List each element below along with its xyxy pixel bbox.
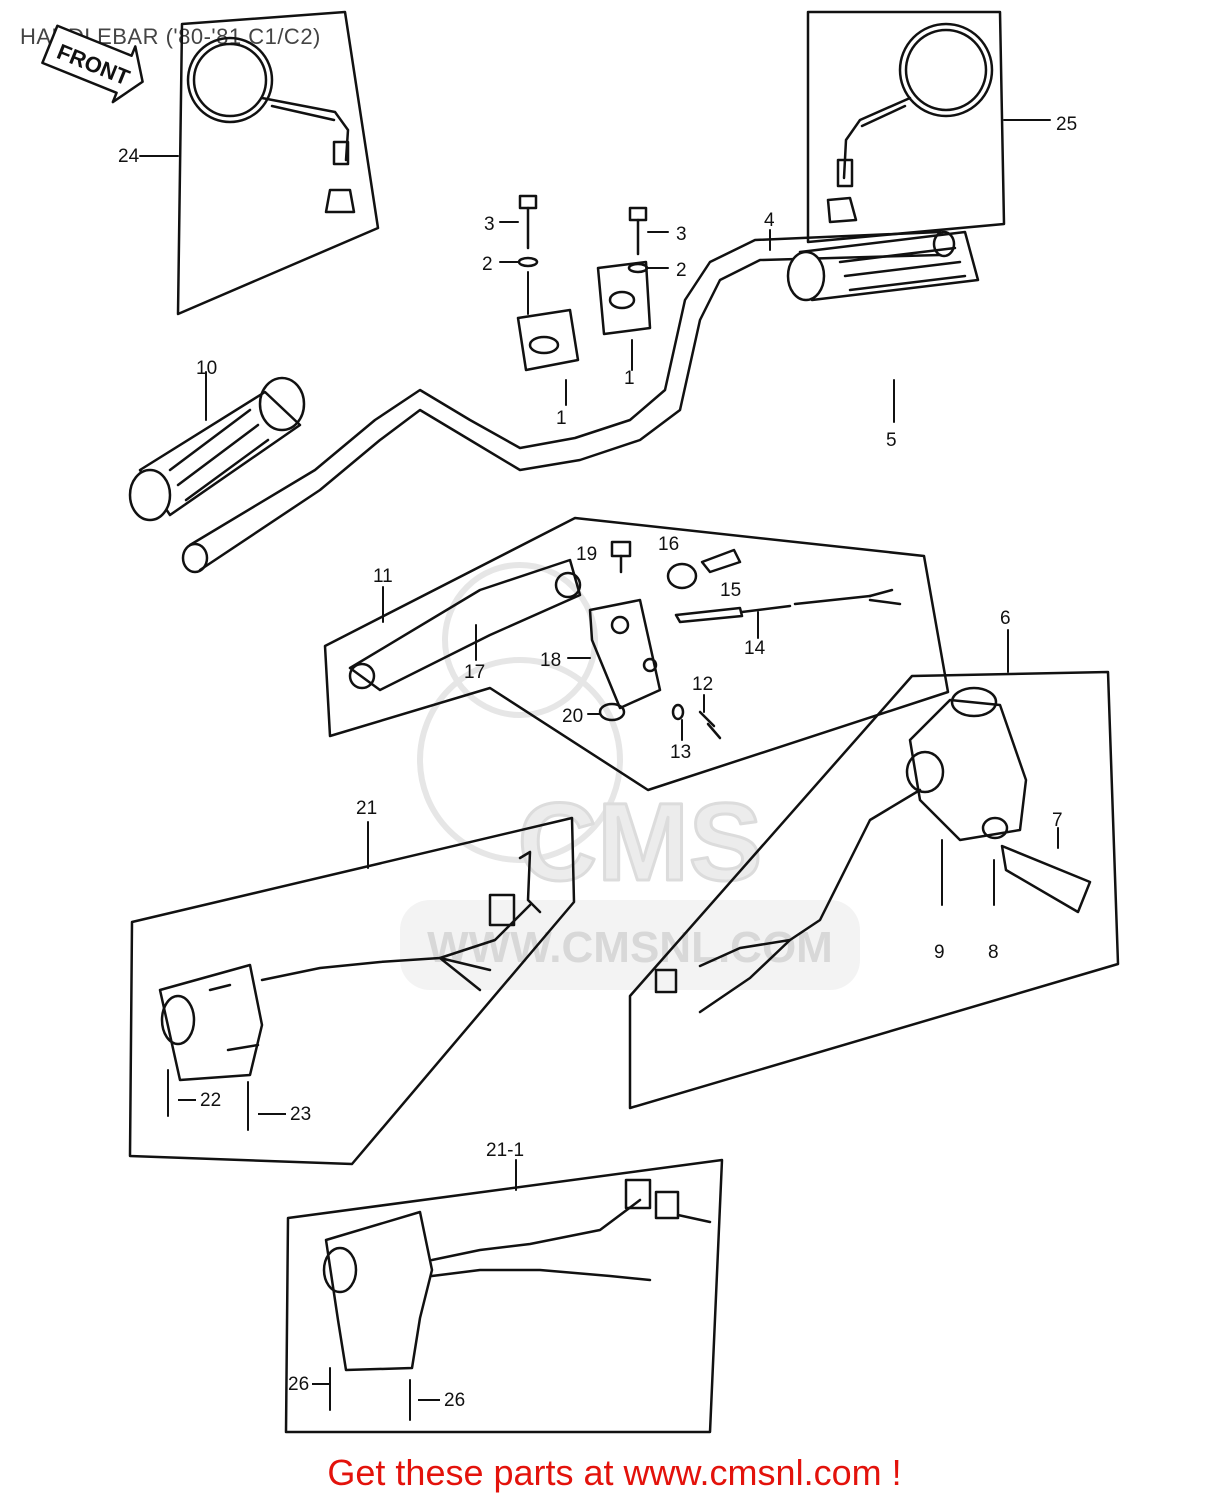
grip-right-end xyxy=(786,250,826,302)
handlebar-clamp-right xyxy=(596,260,652,371)
left-handlebar-switch-alt-assembly xyxy=(284,1158,724,1434)
callout-labels: 1 1 2 2 3 3 4 5 6 7 8 9 10 11 12 13 14 1… xyxy=(118,114,1077,1411)
connector-icon xyxy=(488,893,516,927)
callout-2b: 2 xyxy=(676,260,687,281)
callout-3b: 3 xyxy=(676,224,687,245)
callout-26a: 26 xyxy=(288,1374,309,1395)
callout-7: 7 xyxy=(1052,810,1063,831)
callout-2a: 2 xyxy=(482,254,493,275)
mirror-right-nut xyxy=(826,196,858,224)
connector-icon xyxy=(624,1178,652,1210)
clutch-lever xyxy=(348,558,582,692)
callout-19: 19 xyxy=(576,544,597,565)
callout-14: 14 xyxy=(744,638,766,659)
start-button-icon xyxy=(950,686,998,718)
callout-10: 10 xyxy=(196,358,217,379)
callout-25: 25 xyxy=(1056,114,1077,135)
clutch-lever-assembly xyxy=(323,516,950,792)
mirror-left-nut xyxy=(324,188,356,214)
diagram-canvas: CMS WWW.CMSNL.COM FRONT xyxy=(41,10,1120,1434)
callout-24: 24 xyxy=(118,146,140,167)
handlebar xyxy=(181,229,956,574)
lever-holder xyxy=(588,598,662,710)
mirror-left-stem xyxy=(332,140,350,166)
callout-1a: 1 xyxy=(556,408,567,429)
adjuster-nut-icon xyxy=(666,562,698,590)
callout-21: 21 xyxy=(356,798,377,819)
callout-15: 15 xyxy=(720,580,741,601)
callout-3a: 3 xyxy=(484,214,495,235)
switch-screw-set xyxy=(1000,844,1092,914)
callout-23: 23 xyxy=(290,1104,311,1125)
grip-right xyxy=(786,230,980,423)
front-arrow-icon: FRONT xyxy=(41,24,144,104)
holder-bolt-icon xyxy=(698,710,722,740)
mirror-right-head xyxy=(898,22,994,118)
left-switch-alt-housing xyxy=(324,1210,434,1372)
handlebar-right-end xyxy=(932,230,956,258)
callout-leaders xyxy=(178,1099,440,1401)
callout-17: 17 xyxy=(464,662,485,683)
handlebar-clamp-left xyxy=(516,308,580,406)
connector-icon xyxy=(654,1190,680,1220)
callout-20: 20 xyxy=(562,706,583,727)
holder-washer-icon xyxy=(671,703,685,721)
callout-16: 16 xyxy=(658,534,679,555)
callout-26b: 26 xyxy=(444,1390,465,1411)
callout-8: 8 xyxy=(988,942,999,963)
pivot-bolt-icon xyxy=(610,540,632,558)
switch-plunger-icon xyxy=(700,548,742,574)
callout-21-1: 21-1 xyxy=(486,1140,524,1161)
mirror-right-stem xyxy=(836,158,854,188)
callout-18: 18 xyxy=(540,650,561,671)
kill-switch-icon xyxy=(981,816,1009,840)
washer-left-icon xyxy=(517,256,539,268)
callout-22: 22 xyxy=(200,1090,221,1111)
right-switch-housing xyxy=(908,698,1028,842)
callout-13: 13 xyxy=(670,742,691,763)
callout-5: 5 xyxy=(886,430,897,451)
lever-spacer-icon xyxy=(598,702,626,722)
left-switch-housing xyxy=(158,963,264,1082)
footer-link[interactable]: Get these parts at www.cmsnl.com ! xyxy=(327,1452,902,1493)
grip-left-end xyxy=(128,468,172,522)
callout-6: 6 xyxy=(1000,608,1011,629)
watermark-logo: CMS xyxy=(518,781,762,904)
handlebar-left-end xyxy=(181,542,209,574)
watermark-url: WWW.CMSNL.COM xyxy=(427,923,833,972)
mirror-left-assembly xyxy=(139,10,380,316)
mirror-left-head xyxy=(186,36,274,124)
clutch-switch-icon xyxy=(674,606,744,624)
connector-icon xyxy=(654,968,678,994)
mirror-right-assembly xyxy=(806,10,1051,244)
callout-9: 9 xyxy=(934,942,945,963)
callout-4: 4 xyxy=(764,210,775,231)
callout-12: 12 xyxy=(692,674,713,695)
clamp-bolt-left-icon xyxy=(499,194,539,315)
washer-right-icon xyxy=(627,262,649,274)
callout-1b: 1 xyxy=(624,368,635,389)
right-handlebar-switch-assembly xyxy=(628,629,1120,1110)
callout-11: 11 xyxy=(373,566,393,587)
grip-left xyxy=(128,371,306,522)
clamp-bolt-right-icon xyxy=(627,206,669,274)
left-handlebar-switch-assembly xyxy=(128,816,576,1166)
